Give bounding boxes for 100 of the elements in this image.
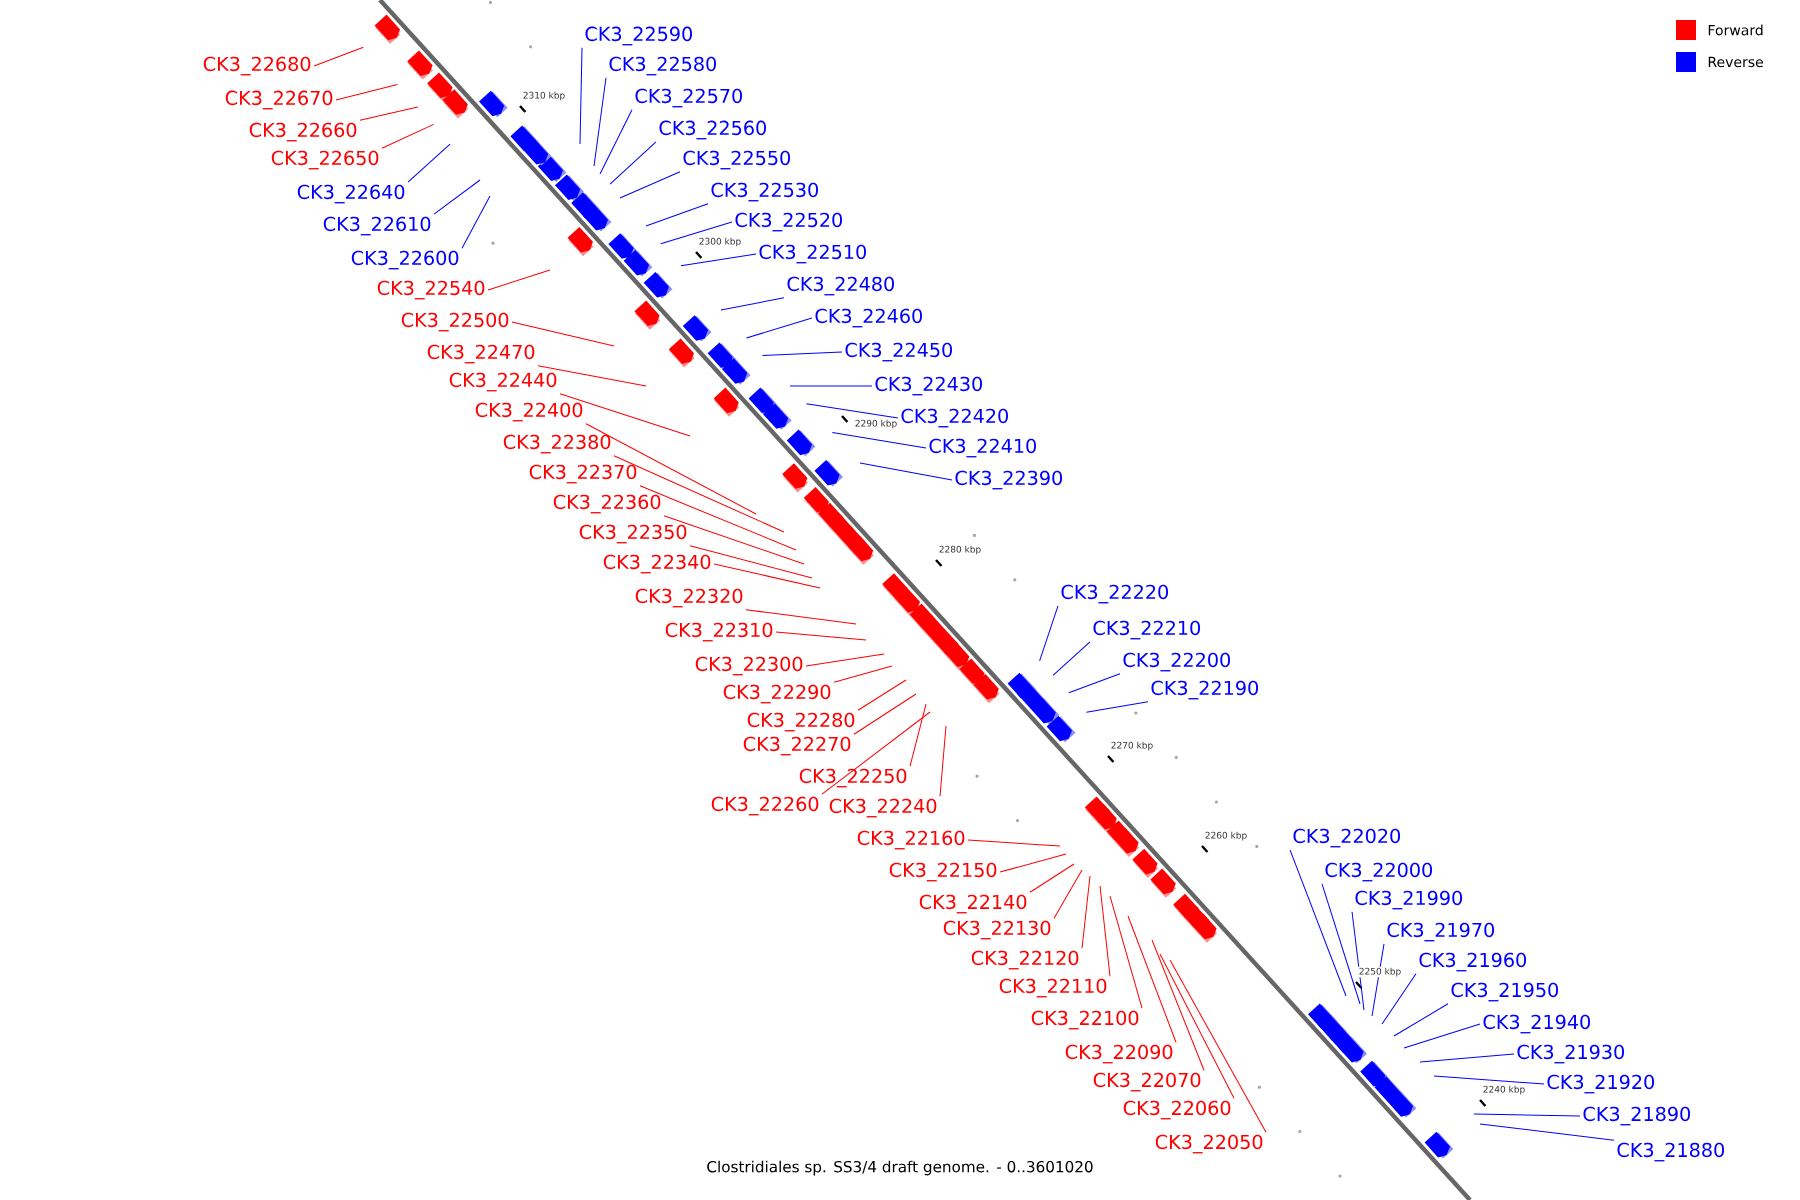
gene-label: CK3_22290 <box>723 684 831 704</box>
gene-label: CK3_21920 <box>1547 1074 1654 1094</box>
gene-label: CK3_22440 <box>449 372 557 392</box>
gene-label: CK3_22340 <box>603 554 711 574</box>
leader-line <box>407 143 451 183</box>
gene-label: CK3_22520 <box>735 212 842 232</box>
leader-line <box>619 171 681 199</box>
gene-label: CK3_22580 <box>609 56 716 76</box>
leader-line <box>599 109 633 175</box>
leader-line <box>1433 1075 1545 1085</box>
gene-label: CK3_22320 <box>635 588 743 608</box>
leader-line <box>1127 915 1177 1043</box>
gene-label: CK3_22610 <box>323 216 431 236</box>
gene-label: CK3_22410 <box>929 438 1036 458</box>
gene-label: CK3_22070 <box>1093 1072 1201 1092</box>
leader-line <box>1403 1023 1481 1049</box>
gene-label: CK3_22090 <box>1065 1044 1173 1064</box>
gene-label: CK3_22240 <box>829 798 937 818</box>
leader-line <box>1081 875 1091 949</box>
leader-line <box>511 321 615 347</box>
leader-line <box>1052 641 1091 676</box>
leader-line <box>1159 953 1235 1099</box>
leader-line <box>639 485 797 551</box>
leader-line <box>660 221 733 245</box>
gene-label: CK3_22360 <box>553 494 661 514</box>
leader-line <box>1381 973 1417 1025</box>
leader-line <box>559 393 691 437</box>
gene-label: CK3_22550 <box>683 150 790 170</box>
leader-line <box>775 631 867 641</box>
gene-label: CK3_22130 <box>943 920 1051 940</box>
leader-line <box>1289 849 1347 997</box>
gene-label: CK3_22120 <box>971 950 1079 970</box>
gene-label: CK3_22300 <box>695 656 803 676</box>
gene-label: CK3_22310 <box>665 622 773 642</box>
leader-line <box>1053 869 1083 919</box>
leader-line <box>609 141 657 185</box>
gene-label: CK3_22670 <box>225 90 333 110</box>
gene-label: CK3_21890 <box>1583 1106 1690 1126</box>
leader-line <box>313 46 364 67</box>
leader-line <box>745 609 857 625</box>
gene-label: CK3_22020 <box>1293 828 1400 848</box>
gene-label: CK3_22160 <box>857 830 965 850</box>
leader-line <box>967 839 1061 847</box>
leader-line <box>909 703 927 767</box>
leader-line <box>805 403 899 419</box>
gene-label: CK3_22600 <box>351 250 459 270</box>
leader-line <box>689 545 813 579</box>
gene-label: CK3_22270 <box>743 736 851 756</box>
gene-label: CK3_22370 <box>529 464 637 484</box>
leader-line <box>359 106 419 121</box>
gene-label: CK3_22500 <box>401 312 509 332</box>
leader-line <box>713 563 821 589</box>
leader-line <box>680 253 757 267</box>
leader-line <box>1321 883 1361 1005</box>
leader-line <box>593 77 607 167</box>
gene-label: CK3_22190 <box>1151 680 1258 700</box>
gene-label: CK3_22660 <box>249 122 357 142</box>
leader-line <box>1393 1003 1449 1037</box>
leader-line <box>461 195 491 249</box>
gene-label: CK3_22060 <box>1123 1100 1231 1120</box>
leader-line <box>487 269 551 291</box>
leader-line <box>1473 1113 1581 1117</box>
gene-label: CK3_22590 <box>585 26 692 46</box>
gene-label: CK3_22280 <box>747 712 855 732</box>
leader-line <box>613 455 785 533</box>
gene-label: CK3_22570 <box>635 88 742 108</box>
leader-line <box>1151 939 1205 1071</box>
gene-label: CK3_22380 <box>503 434 611 454</box>
gene-label: CK3_22480 <box>787 276 894 296</box>
gene-label: CK3_22450 <box>845 342 952 362</box>
leader-line <box>1169 959 1267 1133</box>
gene-label: CK3_22540 <box>377 280 485 300</box>
leader-line <box>720 297 785 311</box>
gene-label: CK3_21940 <box>1483 1014 1590 1034</box>
gene-label: CK3_22210 <box>1093 620 1200 640</box>
leader-line <box>585 423 757 515</box>
gene-label: CK3_22470 <box>427 344 535 364</box>
gene-label: CK3_21970 <box>1387 922 1494 942</box>
leader-line <box>745 317 813 339</box>
gene-label: CK3_21950 <box>1451 982 1558 1002</box>
leader-line <box>1371 943 1385 1017</box>
gene-label: CK3_22650 <box>271 150 379 170</box>
leader-line <box>857 679 907 711</box>
gene-label: CK3_22050 <box>1155 1134 1263 1154</box>
leader-line <box>645 203 709 227</box>
leader-line <box>833 665 893 683</box>
gene-label: CK3_21930 <box>1517 1044 1624 1064</box>
leader-line <box>1479 1123 1615 1141</box>
leader-line <box>831 432 927 449</box>
gene-label: CK3_22110 <box>999 978 1107 998</box>
gene-label: CK3_22220 <box>1061 584 1168 604</box>
gene-label: CK3_22200 <box>1123 652 1230 672</box>
leader-line <box>1109 895 1143 1009</box>
leader-line <box>663 515 805 565</box>
gene-label: CK3_22530 <box>711 182 818 202</box>
leader-line <box>381 123 435 149</box>
gene-label: CK3_22560 <box>659 120 766 140</box>
gene-label: CK3_22390 <box>955 470 1062 490</box>
gene-label: CK3_22510 <box>759 244 866 264</box>
leader-line <box>805 653 885 667</box>
